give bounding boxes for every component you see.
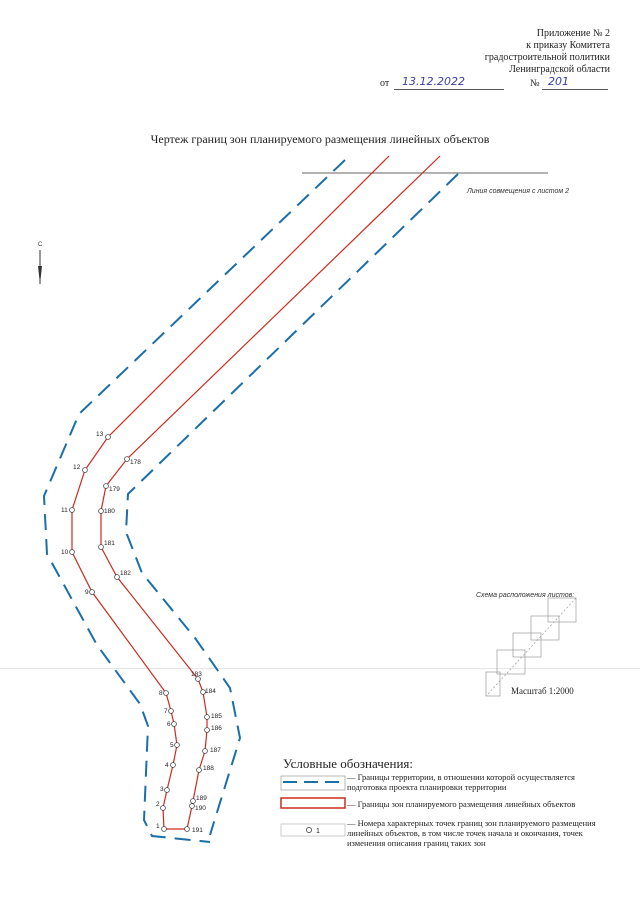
point-label: 10 (61, 549, 69, 556)
point-label: 179 (109, 486, 120, 493)
point-marker (204, 727, 210, 733)
header-line-1: Приложение № 2 (536, 28, 610, 39)
scan-artifact-line (0, 668, 640, 669)
point-marker (124, 456, 130, 462)
number-underline (542, 89, 608, 90)
point-label: 187 (210, 747, 221, 754)
point-label: 181 (104, 540, 115, 547)
header-line-3: градостроительной политики (484, 52, 610, 63)
left-point-labels: 13 12 11 10 9 8 7 6 5 4 3 2 1 (61, 431, 174, 830)
zone-boundary-right (100, 155, 441, 830)
point-label: 5 (170, 742, 174, 749)
point-marker (103, 483, 109, 489)
point-marker (170, 762, 176, 768)
date-value: 13.12.2022 (402, 75, 465, 88)
point-label: 191 (192, 827, 203, 834)
legend-zone-symbol (280, 797, 346, 809)
left-point-markers (69, 434, 180, 832)
point-label: 3 (160, 786, 164, 793)
point-label: 180 (104, 508, 115, 515)
sheet-layout-label: Схема расположения листов: (476, 592, 575, 599)
date-underline (394, 89, 504, 90)
number-value: 201 (548, 75, 569, 88)
legend-point-frame (280, 823, 346, 837)
right-point-markers (98, 456, 210, 832)
point-marker (168, 708, 174, 714)
point-marker (174, 742, 180, 748)
date-prefix: от (380, 78, 390, 89)
drawing-title: Чертеж границ зон планируемого размещени… (150, 132, 490, 146)
legend-title: Условные обозначения: (283, 756, 414, 771)
point-marker (189, 803, 195, 809)
right-point-labels: 178 179 180 181 182 183 184 185 186 187 … (104, 459, 222, 834)
sheet-join-label: Линия совмещения с листом 2 (467, 188, 570, 195)
point-marker (160, 805, 166, 811)
point-label: 182 (120, 570, 131, 577)
point-marker (69, 549, 75, 555)
point-marker (184, 826, 190, 832)
sheet-box (512, 632, 542, 658)
point-marker (190, 798, 196, 804)
north-arrow-icon: С (38, 242, 43, 284)
sheet-box (547, 597, 577, 623)
sheet-box (496, 649, 526, 675)
point-label: 8 (159, 690, 163, 697)
document-date-number: от 13.12.2022 № 201 (380, 75, 610, 92)
point-label: 188 (203, 765, 214, 772)
point-marker (204, 714, 210, 720)
legend-point-text: — Номера характерных точек границ зон пл… (347, 818, 596, 848)
point-label: 190 (195, 805, 206, 812)
point-marker (164, 787, 170, 793)
point-label: 7 (164, 708, 168, 715)
point-label: 189 (196, 795, 207, 802)
point-label: 183 (191, 671, 202, 678)
legend-point-symbol (305, 827, 312, 834)
point-label: 12 (73, 464, 81, 471)
territory-boundary-right (124, 173, 459, 836)
north-letter: С (38, 242, 43, 248)
sheet-box (530, 615, 560, 641)
zone-boundary (71, 155, 441, 830)
legend-territory-text: — Границы территории, в отношении которо… (347, 772, 575, 792)
header-line-2: к приказу Комитета (526, 40, 610, 51)
point-marker (202, 748, 208, 754)
point-marker (161, 826, 167, 832)
point-label: 6 (167, 721, 171, 728)
number-prefix: № (530, 78, 540, 89)
point-label: 11 (61, 507, 68, 514)
point-label: 185 (211, 713, 222, 720)
point-marker (89, 589, 95, 595)
point-marker (69, 507, 75, 513)
point-marker (105, 434, 111, 440)
point-label: 186 (211, 725, 222, 732)
appendix-header: Приложение № 2 к приказу Комитета градос… (485, 28, 610, 76)
legend-point-number: 1 (316, 828, 320, 835)
point-marker (163, 690, 169, 696)
point-label: 1 (156, 823, 160, 830)
point-marker (82, 467, 88, 473)
point-marker (195, 676, 201, 682)
point-marker (200, 689, 206, 695)
point-label: 178 (130, 459, 141, 466)
point-marker (196, 767, 202, 773)
point-marker (171, 721, 177, 727)
scale-label: Масштаб 1:2000 (511, 686, 574, 696)
point-label: 4 (165, 762, 169, 769)
point-label: 9 (85, 589, 89, 596)
legend-symbols: 1 (280, 775, 346, 837)
header-line-4: Ленинградской области (509, 64, 610, 75)
point-label: 184 (205, 688, 216, 695)
territory-boundary-left (42, 159, 346, 843)
legend-territory-frame (280, 775, 346, 791)
point-label: 13 (96, 431, 104, 438)
point-marker (98, 508, 104, 514)
point-marker (114, 574, 120, 580)
legend-zone-text: — Границы зон планируемого размещения ли… (347, 799, 576, 809)
territory-boundary (42, 159, 459, 843)
sheet-layout-scheme (485, 597, 577, 697)
point-label: 2 (156, 801, 160, 808)
point-marker (98, 544, 104, 550)
sheet-box (485, 671, 501, 697)
